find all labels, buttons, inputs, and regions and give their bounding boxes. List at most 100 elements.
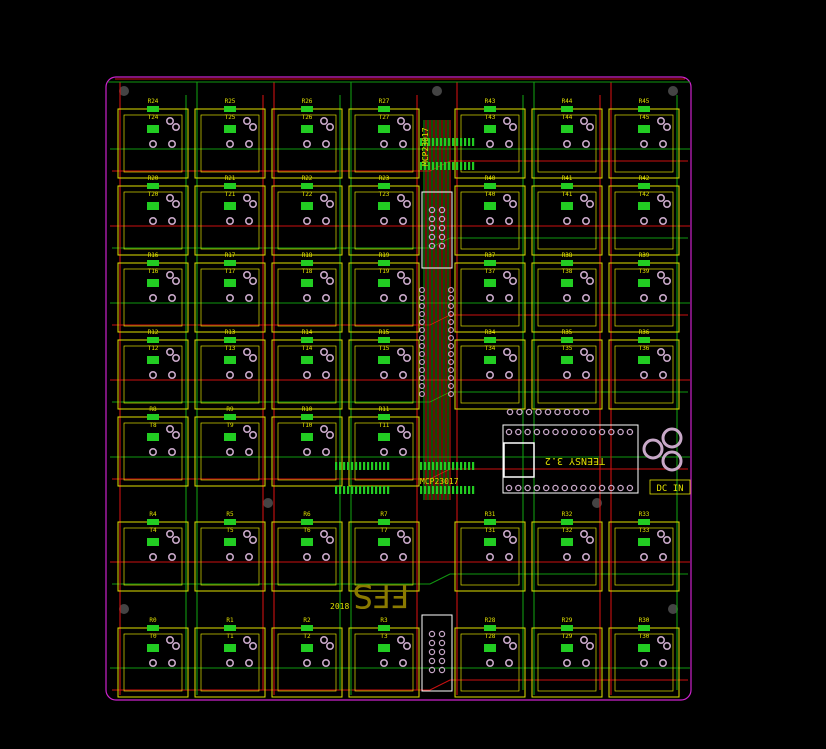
switch-ref: T23: [379, 191, 390, 198]
switch-ref: T43: [485, 114, 496, 121]
resistor-ref: R22: [302, 175, 313, 182]
trace: [112, 679, 688, 691]
resistor-pad: [561, 260, 573, 266]
led-pad: [301, 125, 313, 133]
resistor-ref: R32: [562, 511, 573, 518]
switch-ref: T26: [302, 114, 313, 121]
resistor-pad: [224, 106, 236, 112]
resistor-pad: [378, 519, 390, 525]
resistor-pad: [638, 519, 650, 525]
resistor-ref: R43: [485, 98, 496, 105]
resistor-pad: [301, 260, 313, 266]
resistor-ref: R16: [148, 252, 159, 259]
resistor-ref: R19: [379, 252, 390, 259]
switch-ref: T28: [485, 633, 496, 640]
led-pad: [147, 279, 159, 287]
resistor-pad: [147, 414, 159, 420]
led-pad: [484, 279, 496, 287]
resistor-ref: R33: [639, 511, 650, 518]
dc-jack-label: DC IN: [656, 484, 683, 494]
switch-ref: T36: [639, 345, 650, 352]
switch-ref: T4: [149, 527, 157, 534]
led-pad: [638, 202, 650, 210]
led-pad: [561, 279, 573, 287]
led-pad: [484, 356, 496, 364]
expander-bottom-label: MCP23017: [420, 477, 459, 486]
resistor-pad: [484, 625, 496, 631]
led-pad: [224, 644, 236, 652]
switch-ref: T16: [148, 268, 159, 275]
board-year: 2018: [330, 602, 349, 611]
led-pad: [301, 538, 313, 546]
switch-ref: T25: [225, 114, 236, 121]
led-pad: [638, 538, 650, 546]
led-pad: [484, 202, 496, 210]
resistor-pad: [378, 106, 390, 112]
led-pad: [378, 433, 390, 441]
resistor-ref: R7: [380, 511, 388, 518]
led-pad: [224, 433, 236, 441]
switch-ref: T39: [639, 268, 650, 275]
resistor-ref: R4: [149, 511, 157, 518]
led-pad: [561, 644, 573, 652]
teensy-module: TEENSY 3.2: [502, 408, 639, 494]
resistor-pad: [147, 337, 159, 343]
resistor-ref: R39: [639, 252, 650, 259]
switch-ref: T21: [225, 191, 236, 198]
led-pad: [378, 279, 390, 287]
resistor-pad: [638, 625, 650, 631]
mounting-holes: [119, 86, 678, 614]
resistor-pad: [301, 337, 313, 343]
led-pad: [147, 356, 159, 364]
mounting-hole: [668, 604, 678, 614]
ribbon-connector-bottom: [421, 614, 453, 692]
resistor-ref: R10: [302, 406, 313, 413]
usb-connector: [503, 442, 535, 478]
switch-ref: T5: [226, 527, 234, 534]
switch-ref: T34: [485, 345, 496, 352]
led-pad: [378, 644, 390, 652]
trace: [112, 468, 688, 480]
led-pad: [561, 202, 573, 210]
switch-ref: T7: [380, 527, 388, 534]
resistor-ref: R24: [148, 98, 159, 105]
led-pad: [301, 279, 313, 287]
led-pad: [638, 279, 650, 287]
led-pad: [378, 538, 390, 546]
led-pad: [378, 125, 390, 133]
resistor-ref: R3: [380, 617, 388, 624]
led-pad: [638, 644, 650, 652]
led-pad: [378, 356, 390, 364]
resistor-ref: R44: [562, 98, 573, 105]
resistor-ref: R31: [485, 511, 496, 518]
switch-ref: T18: [302, 268, 313, 275]
resistor-pad: [561, 337, 573, 343]
switch-ref: T3: [380, 633, 388, 640]
resistor-pad: [484, 519, 496, 525]
resistor-pad: [301, 183, 313, 189]
switch-ref: T12: [148, 345, 159, 352]
ribbon-connector-top: [421, 191, 453, 269]
resistor-ref: R25: [225, 98, 236, 105]
led-pad: [301, 356, 313, 364]
